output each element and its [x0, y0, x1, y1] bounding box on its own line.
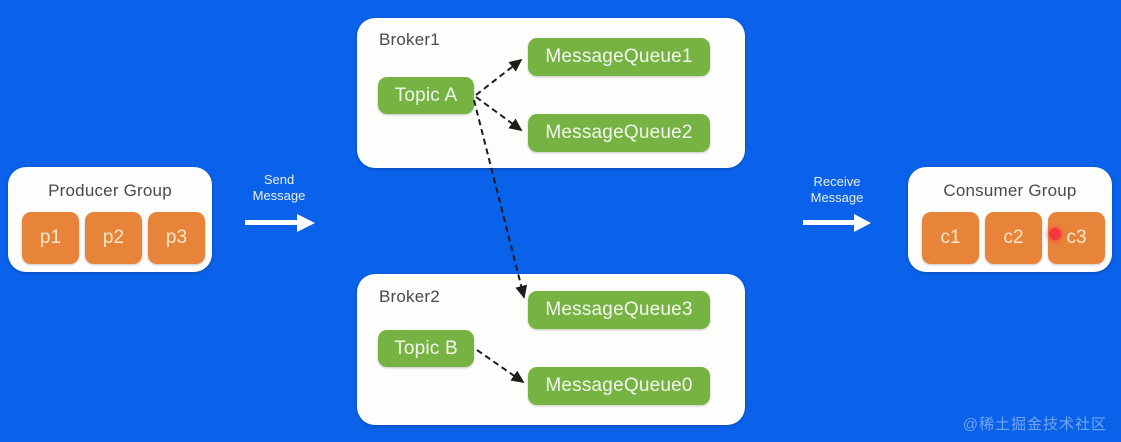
- producer-node-p2[interactable]: p2: [85, 212, 142, 264]
- broker1-message-queue-2[interactable]: MessageQueue2: [528, 114, 710, 152]
- consumer-node-c1[interactable]: c1: [922, 212, 979, 264]
- receive-message-label: Receive Message: [789, 174, 885, 206]
- broker2-topic-b[interactable]: Topic B: [378, 330, 474, 367]
- receive-arrow-right-icon: [803, 212, 873, 239]
- send-message-line2: Message: [252, 188, 306, 203]
- producer-group-title: Producer Group: [48, 181, 172, 200]
- receive-message-line2: Message: [810, 190, 864, 205]
- broker1-topic-a[interactable]: Topic A: [378, 77, 474, 114]
- broker2-card: Broker2 Topic B MessageQueue3 MessageQue…: [357, 274, 745, 425]
- consumer-node-c2[interactable]: c2: [985, 212, 1042, 264]
- broker2-title: Broker2: [379, 287, 440, 306]
- broker1-message-queue-1[interactable]: MessageQueue1: [528, 38, 710, 76]
- receive-message-line1: Receive: [813, 174, 861, 189]
- broker1-title: Broker1: [379, 30, 440, 49]
- cursor-click-marker: [1049, 228, 1061, 240]
- broker2-message-queue-3[interactable]: MessageQueue3: [528, 291, 710, 329]
- producer-node-p3[interactable]: p3: [148, 212, 205, 264]
- send-arrow-right-icon: [245, 212, 317, 239]
- send-message-line1: Send: [263, 172, 295, 187]
- send-message-label: Send Message: [233, 172, 325, 204]
- producer-group-card: Producer Group p1 p2 p3: [8, 167, 212, 272]
- broker2-message-queue-0[interactable]: MessageQueue0: [528, 367, 710, 405]
- broker1-card: Broker1 Topic A MessageQueue1 MessageQue…: [357, 18, 745, 168]
- consumer-group-title: Consumer Group: [943, 181, 1077, 200]
- producer-node-p1[interactable]: p1: [22, 212, 79, 264]
- watermark: @稀土掘金技术社区: [962, 416, 1107, 433]
- consumer-group-card: Consumer Group c1 c2 c3: [908, 167, 1112, 272]
